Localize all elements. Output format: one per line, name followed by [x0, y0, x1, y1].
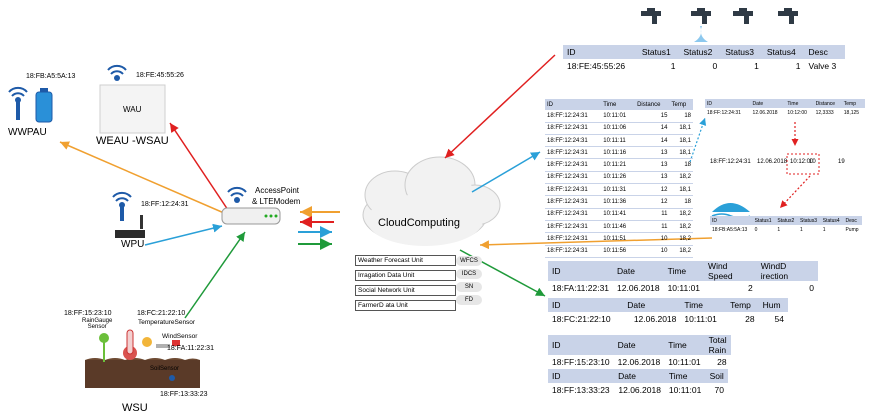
wsu-mac-temp: 18:FC:21:22:10: [137, 310, 186, 317]
wsu-mac-wind: 18:FA:11:22:31: [167, 345, 214, 352]
wwpau-device: [8, 86, 53, 123]
wsu-field: [85, 329, 200, 388]
wau-device: [99, 64, 166, 134]
unit-social: Social Network Unit: [355, 285, 456, 296]
log-table-header: ID Time Distance Temp: [545, 99, 693, 111]
units-list: Weather Forecast Unit Irragation Data Un…: [355, 255, 456, 315]
wau-mac: 18:FE:45:55:26: [136, 72, 184, 79]
valve-table-header: ID Status1 Status2 Status3 Status4 Desc: [563, 45, 845, 59]
unit-code-wfcs: WFCS: [456, 256, 482, 266]
col-status2: Status2: [679, 45, 722, 59]
ap-name-1: AccessPoint: [255, 186, 300, 195]
arrow-ap-to-wau: [169, 122, 229, 211]
summary-date: 12.06.2018: [757, 159, 788, 165]
summary-time: 10:12:00: [790, 159, 814, 165]
wwpau-mac: 18:FB:A5:5A:13: [26, 73, 76, 80]
cell-status3: 1: [754, 61, 759, 71]
col-status4: Status4: [762, 45, 805, 59]
cell-desc: Valve 3: [808, 61, 837, 71]
highlight-box: [786, 153, 820, 175]
access-point-device: [221, 186, 281, 225]
valve-icons: [641, 8, 798, 42]
col-status3: Status3: [721, 45, 763, 59]
cell-status2: 0: [712, 61, 718, 71]
table-row: 18:FE:45:55:26 1 0 1 1 Valve 3: [563, 59, 845, 73]
wsu-temp-label: TemperatureSensor: [138, 319, 196, 326]
wsu-mac-soil: 18:FF:13:33:23: [160, 391, 208, 398]
col-status1: Status1: [637, 45, 680, 59]
valve-table: ID Status1 Status2 Status3 Status4 Desc …: [563, 45, 845, 73]
wsu-soil-label: SoilSensor: [150, 366, 180, 372]
unit-irrigation: Irragation Data Unit: [355, 270, 456, 281]
arrow-valve-to-cloud: [444, 54, 556, 159]
wsu-rain-label: RainGauge Sensor: [82, 318, 113, 330]
summary-distance: 10: [809, 159, 816, 165]
cloud-shape: [362, 156, 501, 246]
summary-temp: 19: [838, 159, 845, 165]
col-id: ID: [563, 45, 638, 59]
wau-name: WEAU -WSAU: [96, 135, 169, 147]
col-desc: Desc: [804, 45, 845, 59]
ap-name-2: & LTEModem: [252, 197, 301, 206]
unit-code-sn: SN: [456, 282, 482, 292]
wpu-mac: 18:FF:12:24:31: [141, 201, 189, 208]
cell-status1: 1: [670, 61, 676, 71]
wsu-wind-label: WindSensor: [162, 333, 198, 340]
cell-id: 18:FE:45:55:26: [567, 61, 626, 71]
wsu-mac-rain: 18:FF:15:23:10: [64, 310, 112, 317]
wau-box-label: WAU: [123, 105, 142, 114]
cell-status4: 1: [795, 61, 801, 71]
arrow-ap-to-wwpau: [59, 141, 225, 214]
unit-code-idcs: IDCS: [456, 269, 482, 279]
wpu-name: WPU: [121, 239, 145, 250]
cloud-label: CloudComputing: [378, 217, 460, 229]
wpu-device: [112, 191, 145, 238]
arrow-wsu-to-ap: [184, 231, 246, 319]
arrow-cloud-to-log: [471, 151, 541, 193]
arrow-wpu-to-ap: [144, 223, 223, 246]
summary-id: 18:FF:12:24:31: [710, 159, 751, 165]
wwpau-name: WWPAU: [8, 127, 47, 138]
arrow-dotted-red-2: [779, 175, 811, 209]
unit-farmer: FarmerD ata Unit: [355, 300, 456, 311]
wsu-name: WSU: [122, 402, 148, 414]
unit-weather: Weather Forecast Unit: [355, 255, 456, 266]
unit-code-fd: FD: [456, 295, 482, 305]
